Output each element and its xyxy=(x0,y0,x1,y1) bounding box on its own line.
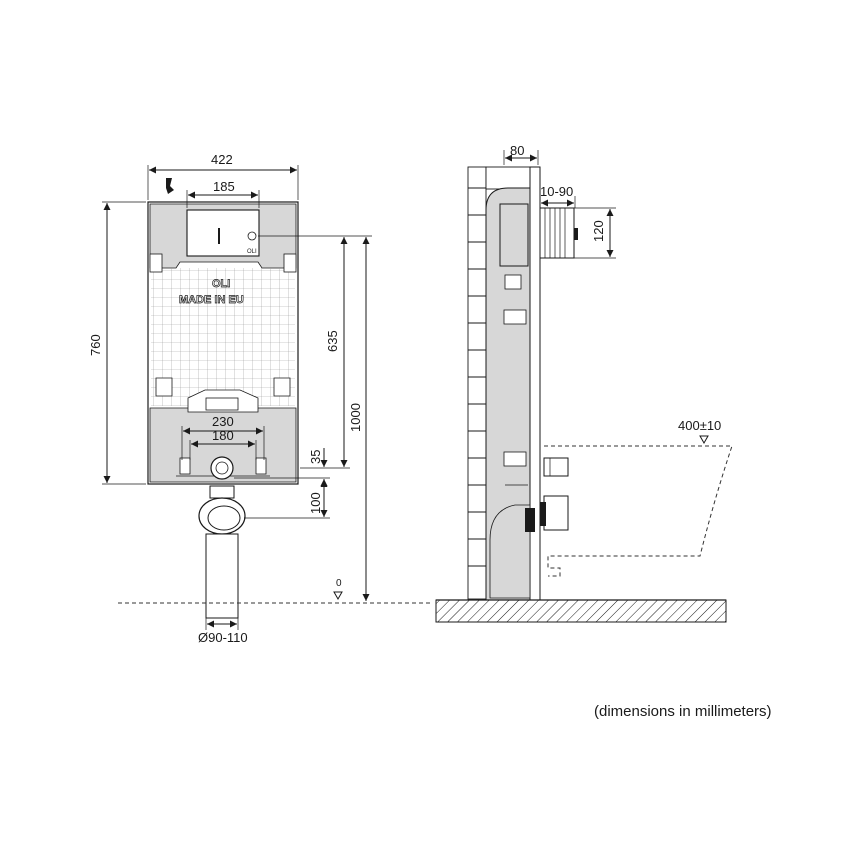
dim-height: 760 xyxy=(88,334,103,356)
dim-bowl-projection: 400±10 xyxy=(678,418,721,433)
dim-pipe-diameter: Ø90-110 xyxy=(198,630,248,645)
dim-plate-width: 185 xyxy=(213,179,235,194)
dim-depth: 80 xyxy=(510,143,524,158)
floor-zero-label: 0 xyxy=(336,578,342,589)
dim-outlet-height: 35 xyxy=(308,450,323,464)
dim-pipe-depth: 100 xyxy=(308,492,323,514)
frame-logo: OLI xyxy=(212,278,230,290)
drain-outlet xyxy=(210,456,234,480)
dim-total: 1000 xyxy=(348,403,363,432)
made-in-label: MADE IN EU xyxy=(179,294,244,306)
push-plate-label: OLI xyxy=(247,249,257,255)
toilet-bowl-outline xyxy=(544,445,733,577)
inlet-connector xyxy=(539,207,578,259)
dim-fixing-outer: 230 xyxy=(212,414,234,429)
floor xyxy=(435,599,727,623)
dim-fixing-inner: 180 xyxy=(212,428,234,443)
frame-profile xyxy=(485,166,541,601)
drain-pipe xyxy=(198,485,246,619)
side-view: 80 10-90 120 400±10 xyxy=(435,143,733,623)
floor-level-marker xyxy=(333,591,343,601)
dim-wall-range: 10-90 xyxy=(540,184,573,199)
front-view: OLI OLI MADE IN EU 422 185 xyxy=(88,152,430,645)
dimensions-footnote: (dimensions in millimeters) xyxy=(594,703,772,720)
dim-upper: 635 xyxy=(325,330,340,352)
dim-inlet-height: 120 xyxy=(591,220,606,242)
flush-plate-opening: OLI xyxy=(186,209,260,257)
outlet-connectors xyxy=(525,457,569,532)
bowl-top-marker xyxy=(699,435,709,445)
flush-icon xyxy=(166,178,174,194)
dim-width: 422 xyxy=(211,152,233,167)
